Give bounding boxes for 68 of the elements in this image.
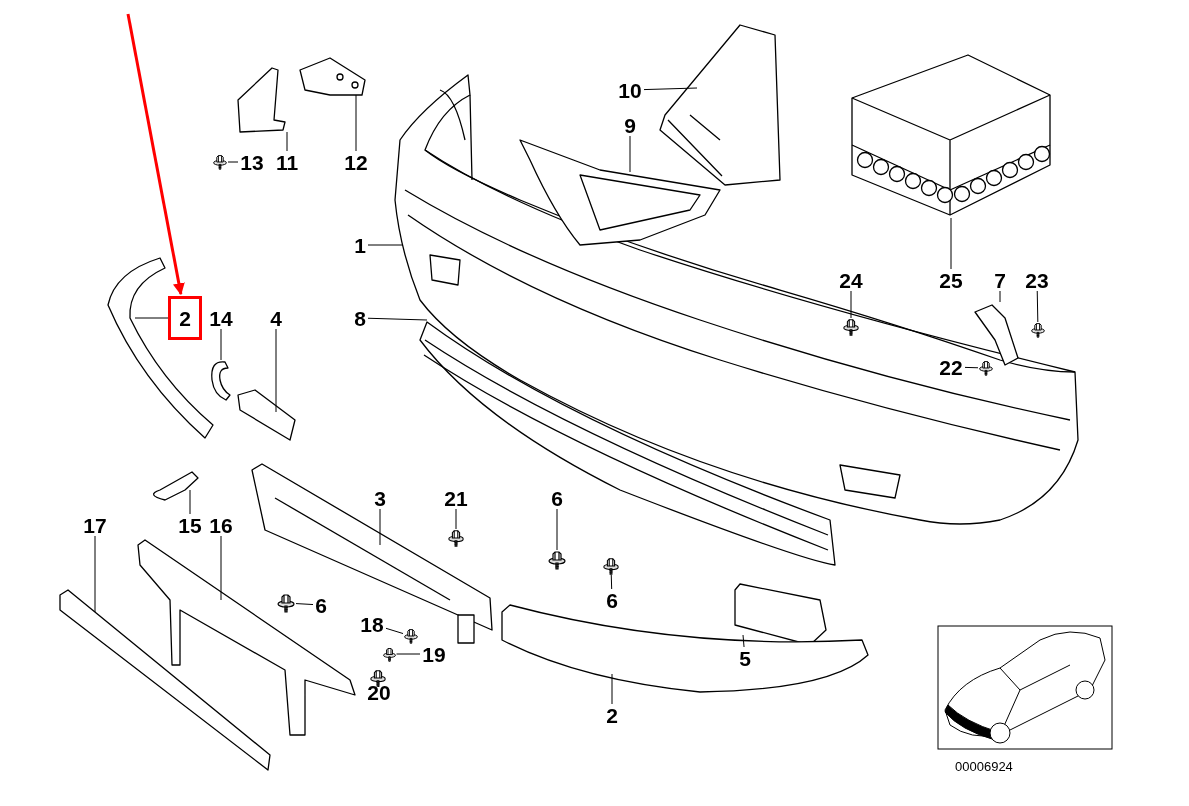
callout-number: 3	[372, 487, 388, 509]
callout-number: 25	[937, 269, 965, 291]
leader-line	[189, 489, 191, 515]
callout-number: 8	[352, 307, 368, 329]
callout-number: 18	[358, 613, 386, 635]
callout-number: 16	[207, 514, 235, 536]
leader-line	[385, 627, 404, 635]
callout-number: 11	[273, 151, 301, 173]
leader-line	[643, 87, 698, 91]
callout-number: 19	[420, 643, 448, 665]
fastener-drawing	[978, 360, 994, 376]
leader-line	[220, 535, 222, 601]
leader-line	[850, 290, 852, 319]
callout-number: 12	[342, 151, 370, 173]
leader-line	[396, 653, 421, 655]
leader-line	[94, 535, 96, 613]
fastener-drawing	[403, 628, 419, 644]
leader-line	[227, 161, 239, 163]
highlighted-callout-number: 2	[168, 296, 202, 340]
leader-line	[275, 328, 277, 413]
callout-number: 1	[352, 234, 368, 256]
leader-line	[950, 217, 952, 270]
callout-number: 10	[616, 79, 644, 101]
leader-line	[295, 603, 314, 606]
callout-number: 6	[604, 589, 620, 611]
leader-line	[286, 131, 288, 152]
fastener-drawing	[381, 646, 397, 662]
callout-number: 2	[604, 704, 620, 726]
callout-number: 20	[365, 681, 393, 703]
leader-line	[964, 366, 979, 369]
callout-number: 23	[1023, 269, 1051, 291]
callout-number: 6	[549, 487, 565, 509]
callout-number: 21	[442, 487, 470, 509]
leader-line	[556, 508, 558, 551]
fastener-drawing	[602, 557, 620, 575]
callout-number: 22	[937, 356, 965, 378]
leader-line	[220, 328, 222, 361]
fastener-drawing	[1030, 322, 1046, 338]
callout-number: 7	[992, 269, 1008, 291]
leader-line	[1036, 290, 1039, 323]
callout-number: 17	[81, 514, 109, 536]
leader-line	[611, 673, 613, 705]
pointer-arrow	[126, 13, 185, 296]
leader-line	[367, 244, 404, 246]
leader-line	[455, 508, 457, 530]
leader-line	[355, 94, 357, 152]
fastener-drawing	[212, 154, 228, 170]
callout-number: 6	[313, 594, 329, 616]
fastener-drawing	[842, 318, 860, 336]
callout-number: 14	[207, 307, 235, 329]
leader-line	[367, 317, 428, 321]
leader-line	[629, 135, 631, 173]
leader-line	[742, 634, 745, 648]
leader-line	[134, 317, 169, 319]
fastener-drawing	[369, 669, 387, 687]
callout-number: 15	[176, 514, 204, 536]
leader-line	[999, 290, 1001, 303]
leader-line	[610, 574, 613, 590]
callout-number: 9	[622, 114, 638, 136]
fastener-drawing	[447, 529, 465, 547]
fastener-drawing	[276, 593, 296, 613]
callout-number: 4	[268, 307, 284, 329]
fastener-drawing	[547, 550, 567, 570]
callout-number: 5	[737, 647, 753, 669]
callout-number: 13	[238, 151, 266, 173]
callout-number: 24	[837, 269, 865, 291]
diagram-number: 00006924	[955, 758, 1013, 776]
leader-line	[379, 508, 381, 546]
